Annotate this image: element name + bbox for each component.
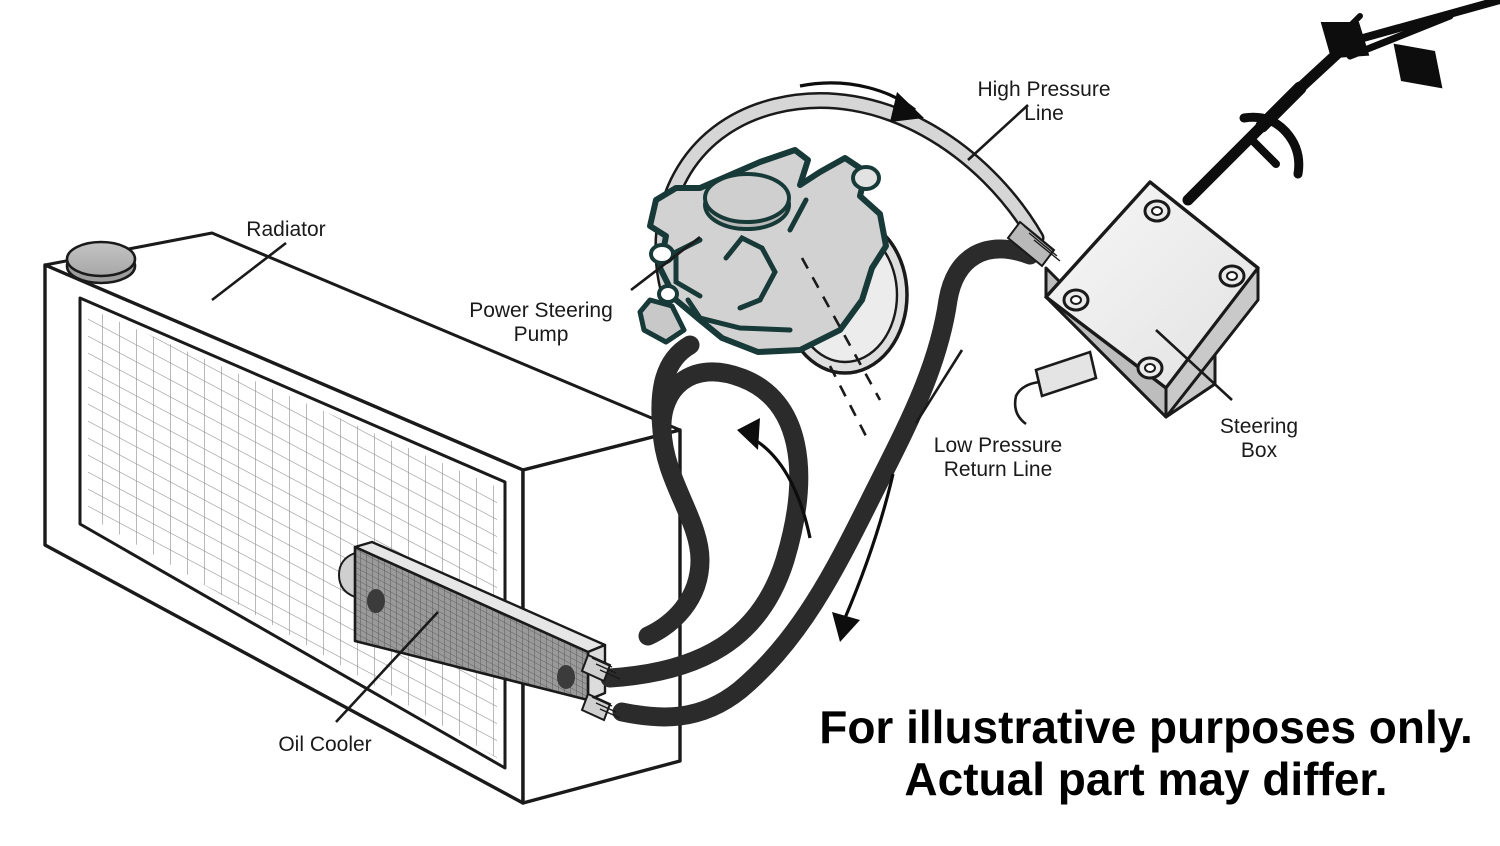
hose-box-to-cooler — [612, 239, 1040, 727]
steering-box — [1013, 180, 1260, 426]
pump-mount-bracket — [637, 243, 687, 345]
high-pressure-flow-arrow — [799, 81, 924, 122]
pump-reservoir-cap-top — [703, 172, 791, 224]
steering-box-bolts — [1062, 199, 1246, 380]
label-low-pressure-line2: Return Line — [944, 458, 1053, 481]
disclaimer-line1: For illustrative purposes only. — [819, 701, 1473, 753]
steering-box-shaft-stub — [1034, 350, 1098, 398]
radiator-cap — [65, 240, 137, 285]
label-steering-box-line1: Steering — [1220, 415, 1298, 438]
leader-lines — [211, 104, 1233, 723]
label-radiator: Radiator — [246, 218, 325, 241]
oil-cooler-port-right — [557, 665, 575, 689]
radiator-right-side-face — [521, 428, 682, 805]
flow-arrows — [737, 81, 924, 642]
leader-radiator — [211, 241, 287, 302]
label-steering-box-line2: Box — [1241, 439, 1278, 462]
label-power-steering-pump-line1: Power Steering — [469, 299, 613, 322]
label-low-pressure-line1: Low Pressure — [934, 434, 1062, 457]
pump-outlet-port — [851, 165, 881, 191]
hose-pump-inlet — [651, 335, 700, 440]
oil-cooler-port-left — [367, 589, 385, 613]
label-oil-cooler: Oil Cooler — [278, 733, 371, 756]
pump-belt-hidden-path — [800, 257, 882, 441]
low-pressure-return-line — [600, 239, 1040, 727]
pump-detail-ribs — [673, 197, 809, 333]
return-flow-arrow-to-pump — [737, 418, 812, 539]
oil-cooler-hose-fittings — [580, 653, 621, 722]
label-power-steering-pump-line2: Pump — [514, 323, 569, 346]
leader-high-pressure-line — [967, 104, 1029, 161]
return-flow-arrow-from-box — [832, 473, 895, 642]
hose-cooler-to-pump — [600, 362, 809, 688]
leader-oil-cooler — [335, 611, 439, 723]
leader-power-steering-pump — [630, 235, 701, 292]
oil-cooler — [337, 540, 607, 702]
label-high-pressure-line2: Line — [1024, 102, 1064, 125]
steering-shaft — [1182, 0, 1500, 206]
steering-box-right-face — [1164, 266, 1260, 419]
leader-low-pressure-line — [914, 349, 964, 424]
steering-box-arm — [1013, 380, 1041, 426]
disclaimer-line2: Actual part may differ. — [904, 753, 1387, 805]
label-high-pressure-line1: High Pressure — [977, 78, 1110, 101]
leader-steering-box — [1155, 329, 1233, 401]
power-steering-pump — [637, 147, 909, 441]
